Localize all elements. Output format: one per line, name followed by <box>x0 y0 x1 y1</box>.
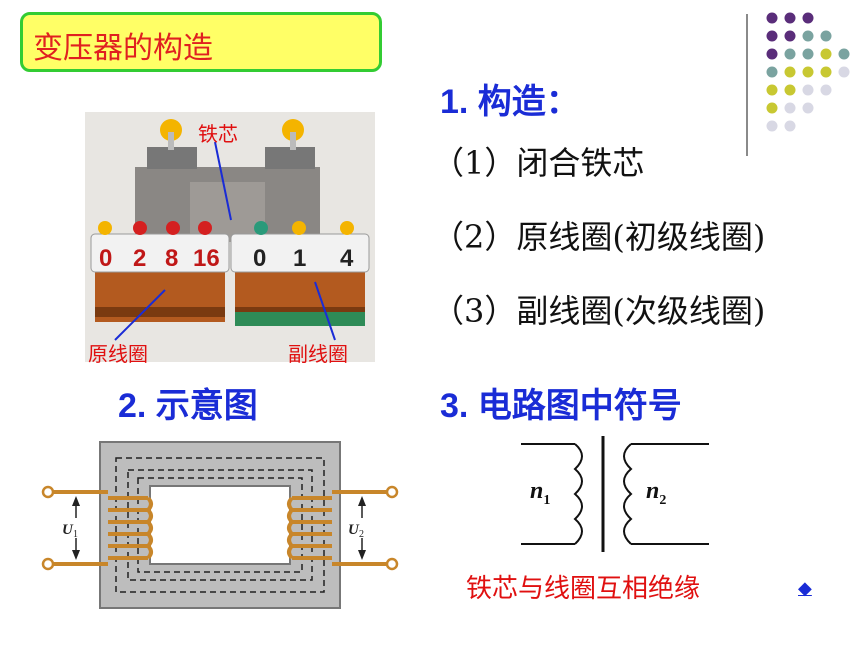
list-item: （1）闭合铁芯 <box>432 144 645 182</box>
section2-heading: 2. 示意图 <box>118 387 258 425</box>
u1-label: U <box>62 522 74 538</box>
transformer-schematic: U 1 U 2 <box>41 441 399 609</box>
title-box: 变压器的构造 <box>20 12 382 72</box>
terminal-right-0: 0 <box>253 245 266 272</box>
terminal-left-3: 16 <box>193 245 220 272</box>
section1-heading: 1. 构造： <box>440 83 580 121</box>
terminal-left-2: 8 <box>165 245 178 272</box>
terminal-left-1: 2 <box>133 245 146 272</box>
terminal-right-1: 1 <box>293 245 306 272</box>
u2-label: U <box>348 522 360 538</box>
terminal-left-0: 0 <box>99 245 112 272</box>
n2-label: n2 <box>646 478 667 508</box>
list-item: （2）原线圈(初级线圈) <box>432 218 766 256</box>
next-slide-link[interactable]: ◆ <box>798 578 812 599</box>
terminal-right-2: 4 <box>340 245 354 272</box>
section3-heading: 3. 电路图中符号 <box>440 387 682 425</box>
list-item: （3）副线圈(次级线圈) <box>432 292 766 330</box>
u1-sub: 1 <box>73 529 78 540</box>
u2-sub: 2 <box>359 529 364 540</box>
decorative-dots <box>766 12 850 132</box>
circuit-symbol <box>521 436 709 552</box>
label-core: 铁芯 <box>198 122 238 146</box>
label-primary: 原线圈 <box>88 342 148 366</box>
insulation-note: 铁芯与线圈互相绝缘 <box>466 574 701 604</box>
page-title: 变压器的构造 <box>33 31 213 66</box>
divider-line <box>746 14 748 156</box>
label-secondary: 副线圈 <box>288 342 348 366</box>
transformer-photo: 0 2 8 16 0 1 4 <box>85 112 375 362</box>
n1-label: n1 <box>530 478 551 508</box>
